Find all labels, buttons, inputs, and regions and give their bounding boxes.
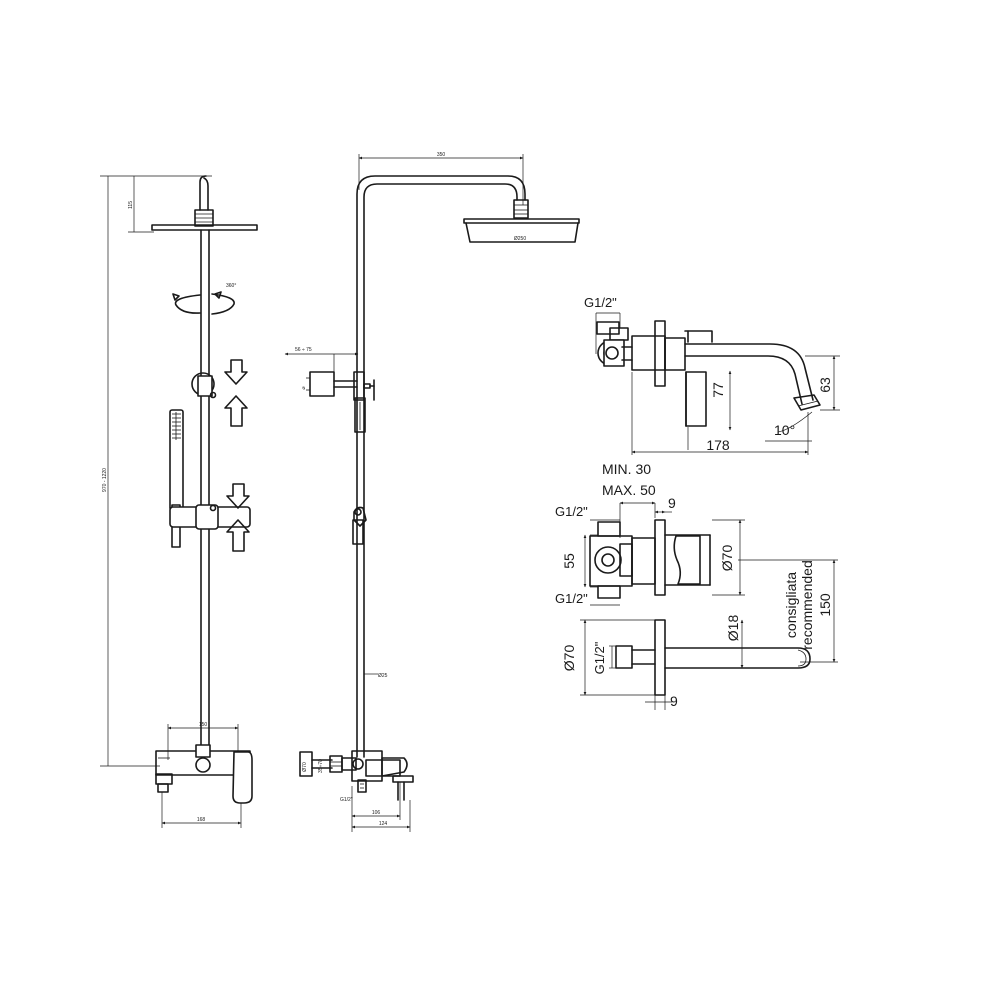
side-holder	[306, 371, 375, 401]
height-77-label: 77	[710, 382, 726, 398]
length-178-label: 178	[706, 437, 730, 453]
mid-inlet-lower-label: G1/2"	[555, 591, 588, 606]
diameter-18-label: Ø18	[725, 615, 741, 642]
front-elevation-view: 970 - 1220 115 360°	[100, 175, 258, 828]
side-range-label: 35÷70	[318, 759, 324, 773]
top-inlet-label: G1/2"	[584, 295, 617, 310]
spout-upper-curve	[684, 343, 814, 401]
depth-outer-label: 124	[379, 821, 388, 827]
side-diameter-label: Ø70	[302, 762, 308, 772]
depth-inner-label: 106	[372, 810, 381, 816]
rotation-360-icon	[172, 291, 235, 315]
connection-spacing-label: 150	[199, 722, 208, 728]
shower-head	[151, 224, 258, 231]
mixer-body	[155, 744, 253, 804]
spout-top-view: Ø70 G1/2" Ø18 9	[561, 615, 811, 710]
side-inlet-label: G1/2"	[340, 797, 353, 803]
bottom-inlet-label: G1/2"	[592, 641, 607, 674]
consigliata-label: consigliata	[783, 572, 799, 638]
valve-front-view: MIN. 30 MAX. 50 9 G1/2" G1/2" 55	[555, 461, 745, 606]
wall-max-label: MAX. 50	[602, 482, 656, 498]
recommended-distance: consigliata recommended 150	[738, 559, 838, 663]
spout-side-profile: G1/2" 77 63	[584, 295, 840, 455]
side-shower-head	[463, 218, 580, 224]
diameter-70-bottom-label: Ø70	[561, 645, 577, 672]
recommended-label: recommended	[799, 560, 815, 650]
shower-arm	[356, 175, 526, 758]
side-mixer: Ø70 35÷70	[299, 750, 414, 801]
angle-arc	[777, 411, 813, 433]
side-slider	[352, 506, 367, 545]
diameter-70-mid-label: Ø70	[719, 545, 735, 572]
arrow-up-upper-icon	[224, 395, 248, 427]
arrow-down-upper-icon	[224, 359, 248, 385]
plate-thickness-top-label: 9	[668, 495, 676, 511]
svg-text:⌀: ⌀	[301, 386, 307, 389]
head-height-label: 115	[128, 201, 134, 209]
top-width-label: 350	[437, 152, 446, 158]
side-elevation-view: 350 Ø250 56 ÷ 75 ⌀	[284, 152, 580, 832]
plate-thickness-bottom-label: 9	[670, 693, 678, 709]
arrow-down-lower-icon	[226, 483, 250, 509]
angle-label: 10°	[774, 422, 795, 438]
recommended-value-label: 150	[817, 593, 833, 617]
wall-min-label: MIN. 30	[602, 461, 651, 477]
total-height-label: 970 - 1220	[102, 468, 108, 492]
height-55-label: 55	[561, 553, 577, 569]
arrow-up-lower-icon	[226, 519, 250, 552]
top-arm	[199, 175, 207, 211]
head-diameter-label: Ø250	[514, 236, 526, 242]
rotation-label: 360°	[226, 283, 236, 289]
height-63-label: 63	[817, 377, 833, 393]
bar-diameter-label: Ø25	[378, 673, 388, 679]
spout-tube-top	[664, 647, 811, 669]
mid-inlet-upper-label: G1/2"	[555, 504, 588, 519]
body-width-label: 168	[197, 817, 206, 823]
holder-range-label: 56 ÷ 75	[295, 347, 312, 353]
